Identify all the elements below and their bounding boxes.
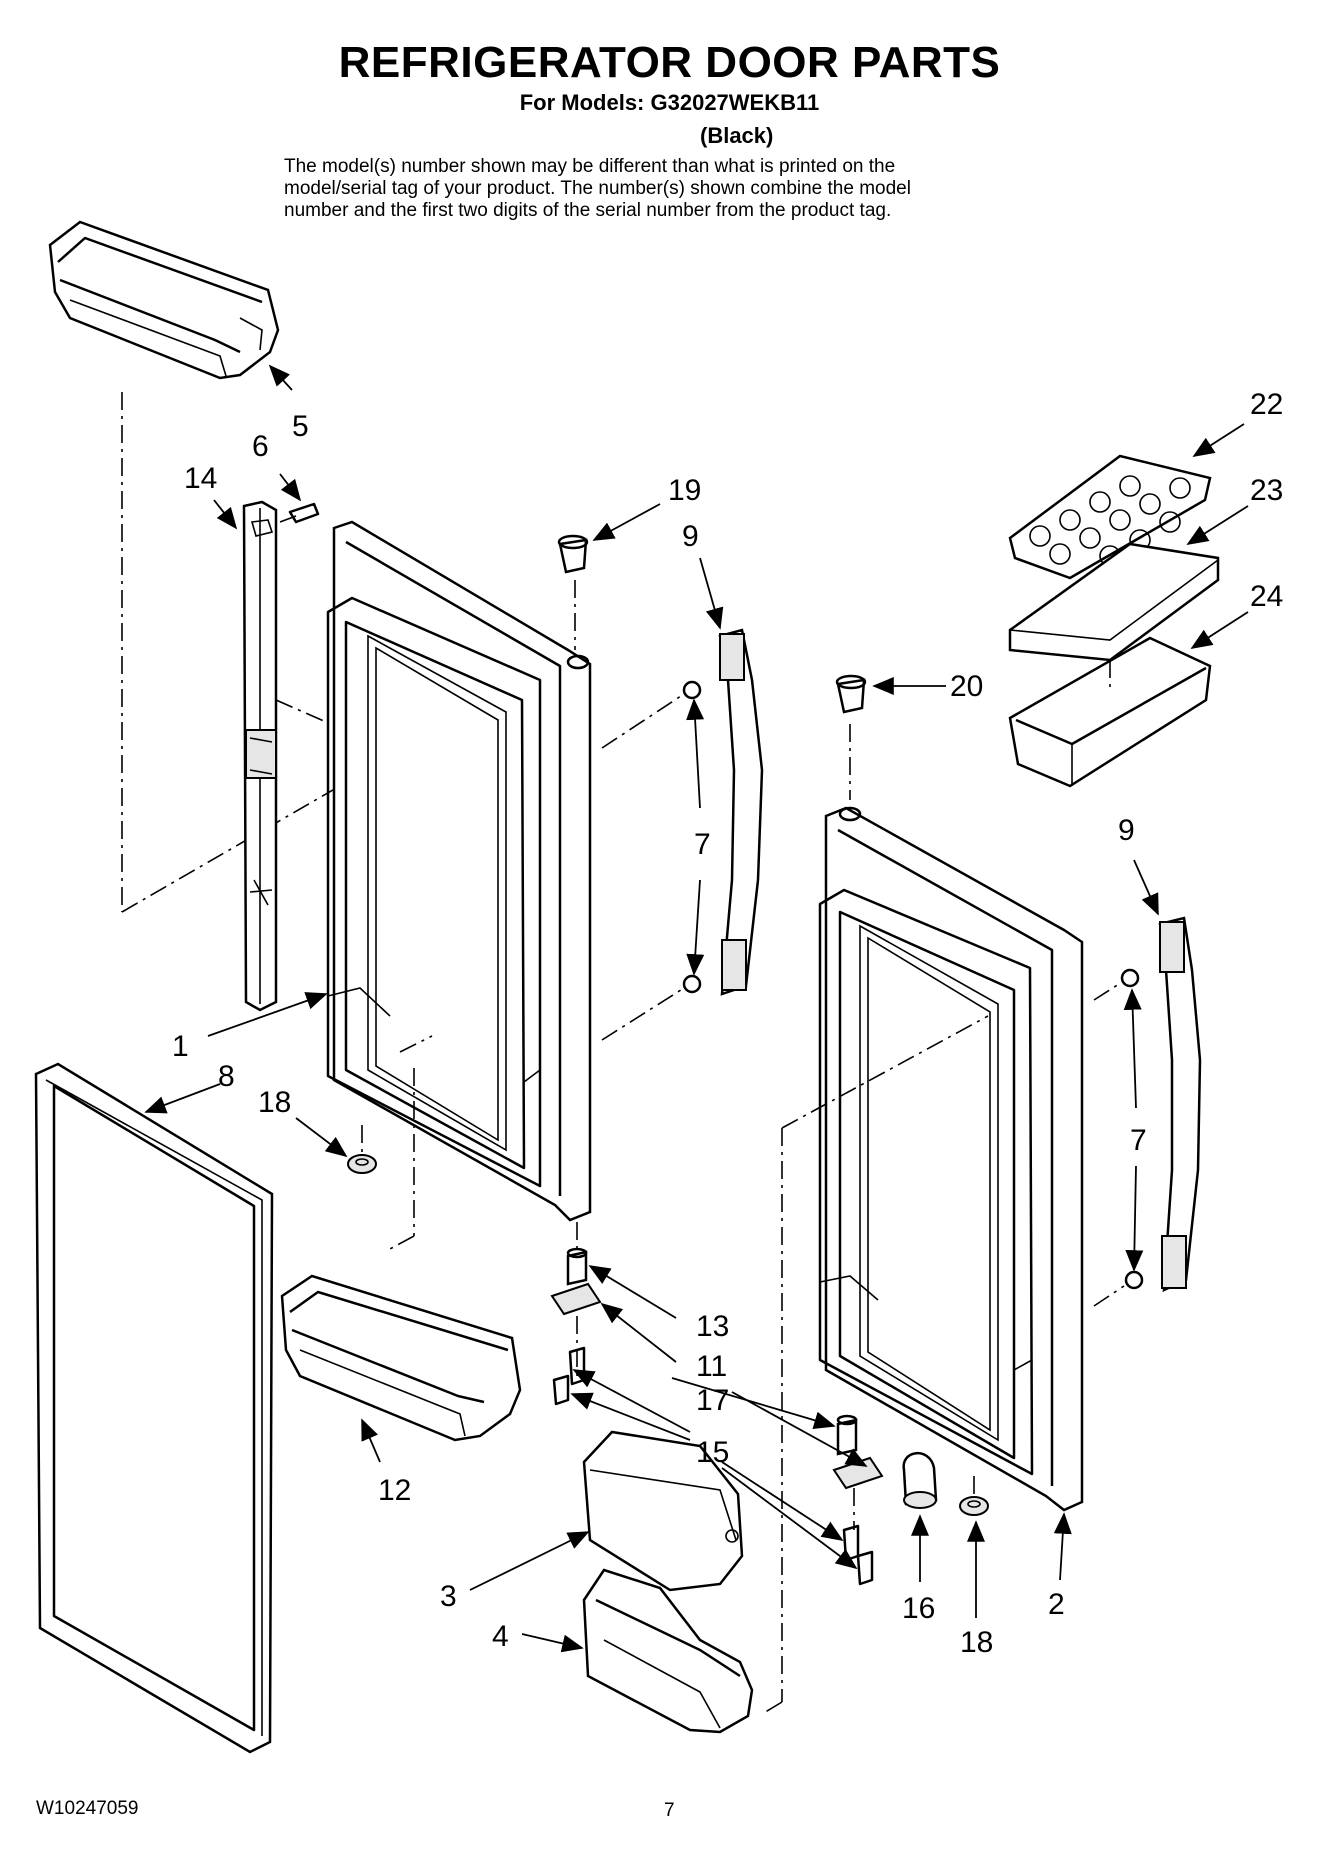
butter-bin — [1008, 636, 1212, 788]
callout-7-left: 7 — [694, 828, 711, 861]
screw-15d — [856, 1550, 874, 1586]
callout-19: 19 — [668, 474, 701, 507]
callout-1: 1 — [172, 1030, 189, 1063]
bottom-cover — [582, 1430, 744, 1592]
callout-3: 3 — [440, 1580, 457, 1613]
leader-lines — [144, 364, 1249, 1653]
door-bin-lower — [280, 1274, 522, 1442]
right-door — [818, 806, 1084, 1512]
page-title: REFRIGERATOR DOOR PARTS — [338, 38, 1001, 87]
callout-2: 2 — [1048, 1588, 1065, 1621]
model-note: The model(s) number shown may be differe… — [284, 156, 1084, 222]
callout-16: 16 — [902, 1592, 935, 1625]
callout-14: 14 — [184, 462, 217, 495]
model-note-line: model/serial tag of your product. The nu… — [284, 178, 911, 199]
callout-23: 23 — [1250, 474, 1283, 507]
model-subtitle: For Models: G32027WEKB11 — [519, 90, 820, 115]
left-door-handle — [718, 628, 764, 996]
hinge-pin-13 — [566, 1247, 588, 1286]
hinge-pin-11 — [836, 1414, 858, 1456]
callout-4: 4 — [492, 1620, 509, 1653]
callout-9-right: 9 — [1118, 814, 1135, 847]
page-number: 7 — [664, 1800, 675, 1821]
callout-labels: 5 6 14 19 9 7 22 23 24 20 9 7 1 8 18 13 … — [172, 388, 1283, 1659]
hinge-bushing-19 — [557, 534, 589, 574]
callout-6: 6 — [252, 430, 269, 463]
hinge-shim-17-left — [550, 1282, 602, 1316]
screw-15c — [842, 1524, 860, 1562]
callout-5: 5 — [292, 410, 309, 443]
door-stop-left — [347, 1154, 377, 1174]
callout-9-left: 9 — [682, 520, 699, 553]
callout-22: 22 — [1250, 388, 1283, 421]
callout-15: 15 — [696, 1436, 729, 1469]
egg-tray — [1008, 454, 1212, 580]
callout-8: 8 — [218, 1060, 235, 1093]
hinge-bushing-20 — [835, 674, 867, 714]
screw-6 — [279, 502, 320, 524]
callout-11: 11 — [696, 1350, 727, 1383]
door-closer-16 — [902, 1451, 938, 1509]
callout-7-right: 7 — [1130, 1124, 1147, 1157]
model-color: (Black) — [700, 123, 774, 148]
door-bin-upper — [48, 220, 280, 380]
document-number: W10247059 — [36, 1798, 139, 1819]
door-trim-strip — [242, 500, 278, 1012]
bin-lid — [1008, 542, 1220, 662]
callout-12: 12 — [378, 1474, 411, 1507]
bottom-bin — [582, 1568, 754, 1734]
right-door-handle — [1158, 916, 1202, 1293]
door-stop-right — [959, 1496, 989, 1516]
callout-17: 17 — [696, 1384, 729, 1417]
screw-15b — [552, 1374, 570, 1406]
model-note-line: number and the first two digits of the s… — [284, 200, 892, 221]
callout-13: 13 — [696, 1310, 729, 1343]
callout-24: 24 — [1250, 580, 1283, 613]
left-door — [326, 520, 592, 1222]
callout-18-left: 18 — [258, 1086, 291, 1119]
callout-20: 20 — [950, 670, 983, 703]
model-note-line: The model(s) number shown may be differe… — [284, 156, 896, 177]
door-gasket — [34, 1062, 274, 1754]
callout-18-right: 18 — [960, 1626, 993, 1659]
